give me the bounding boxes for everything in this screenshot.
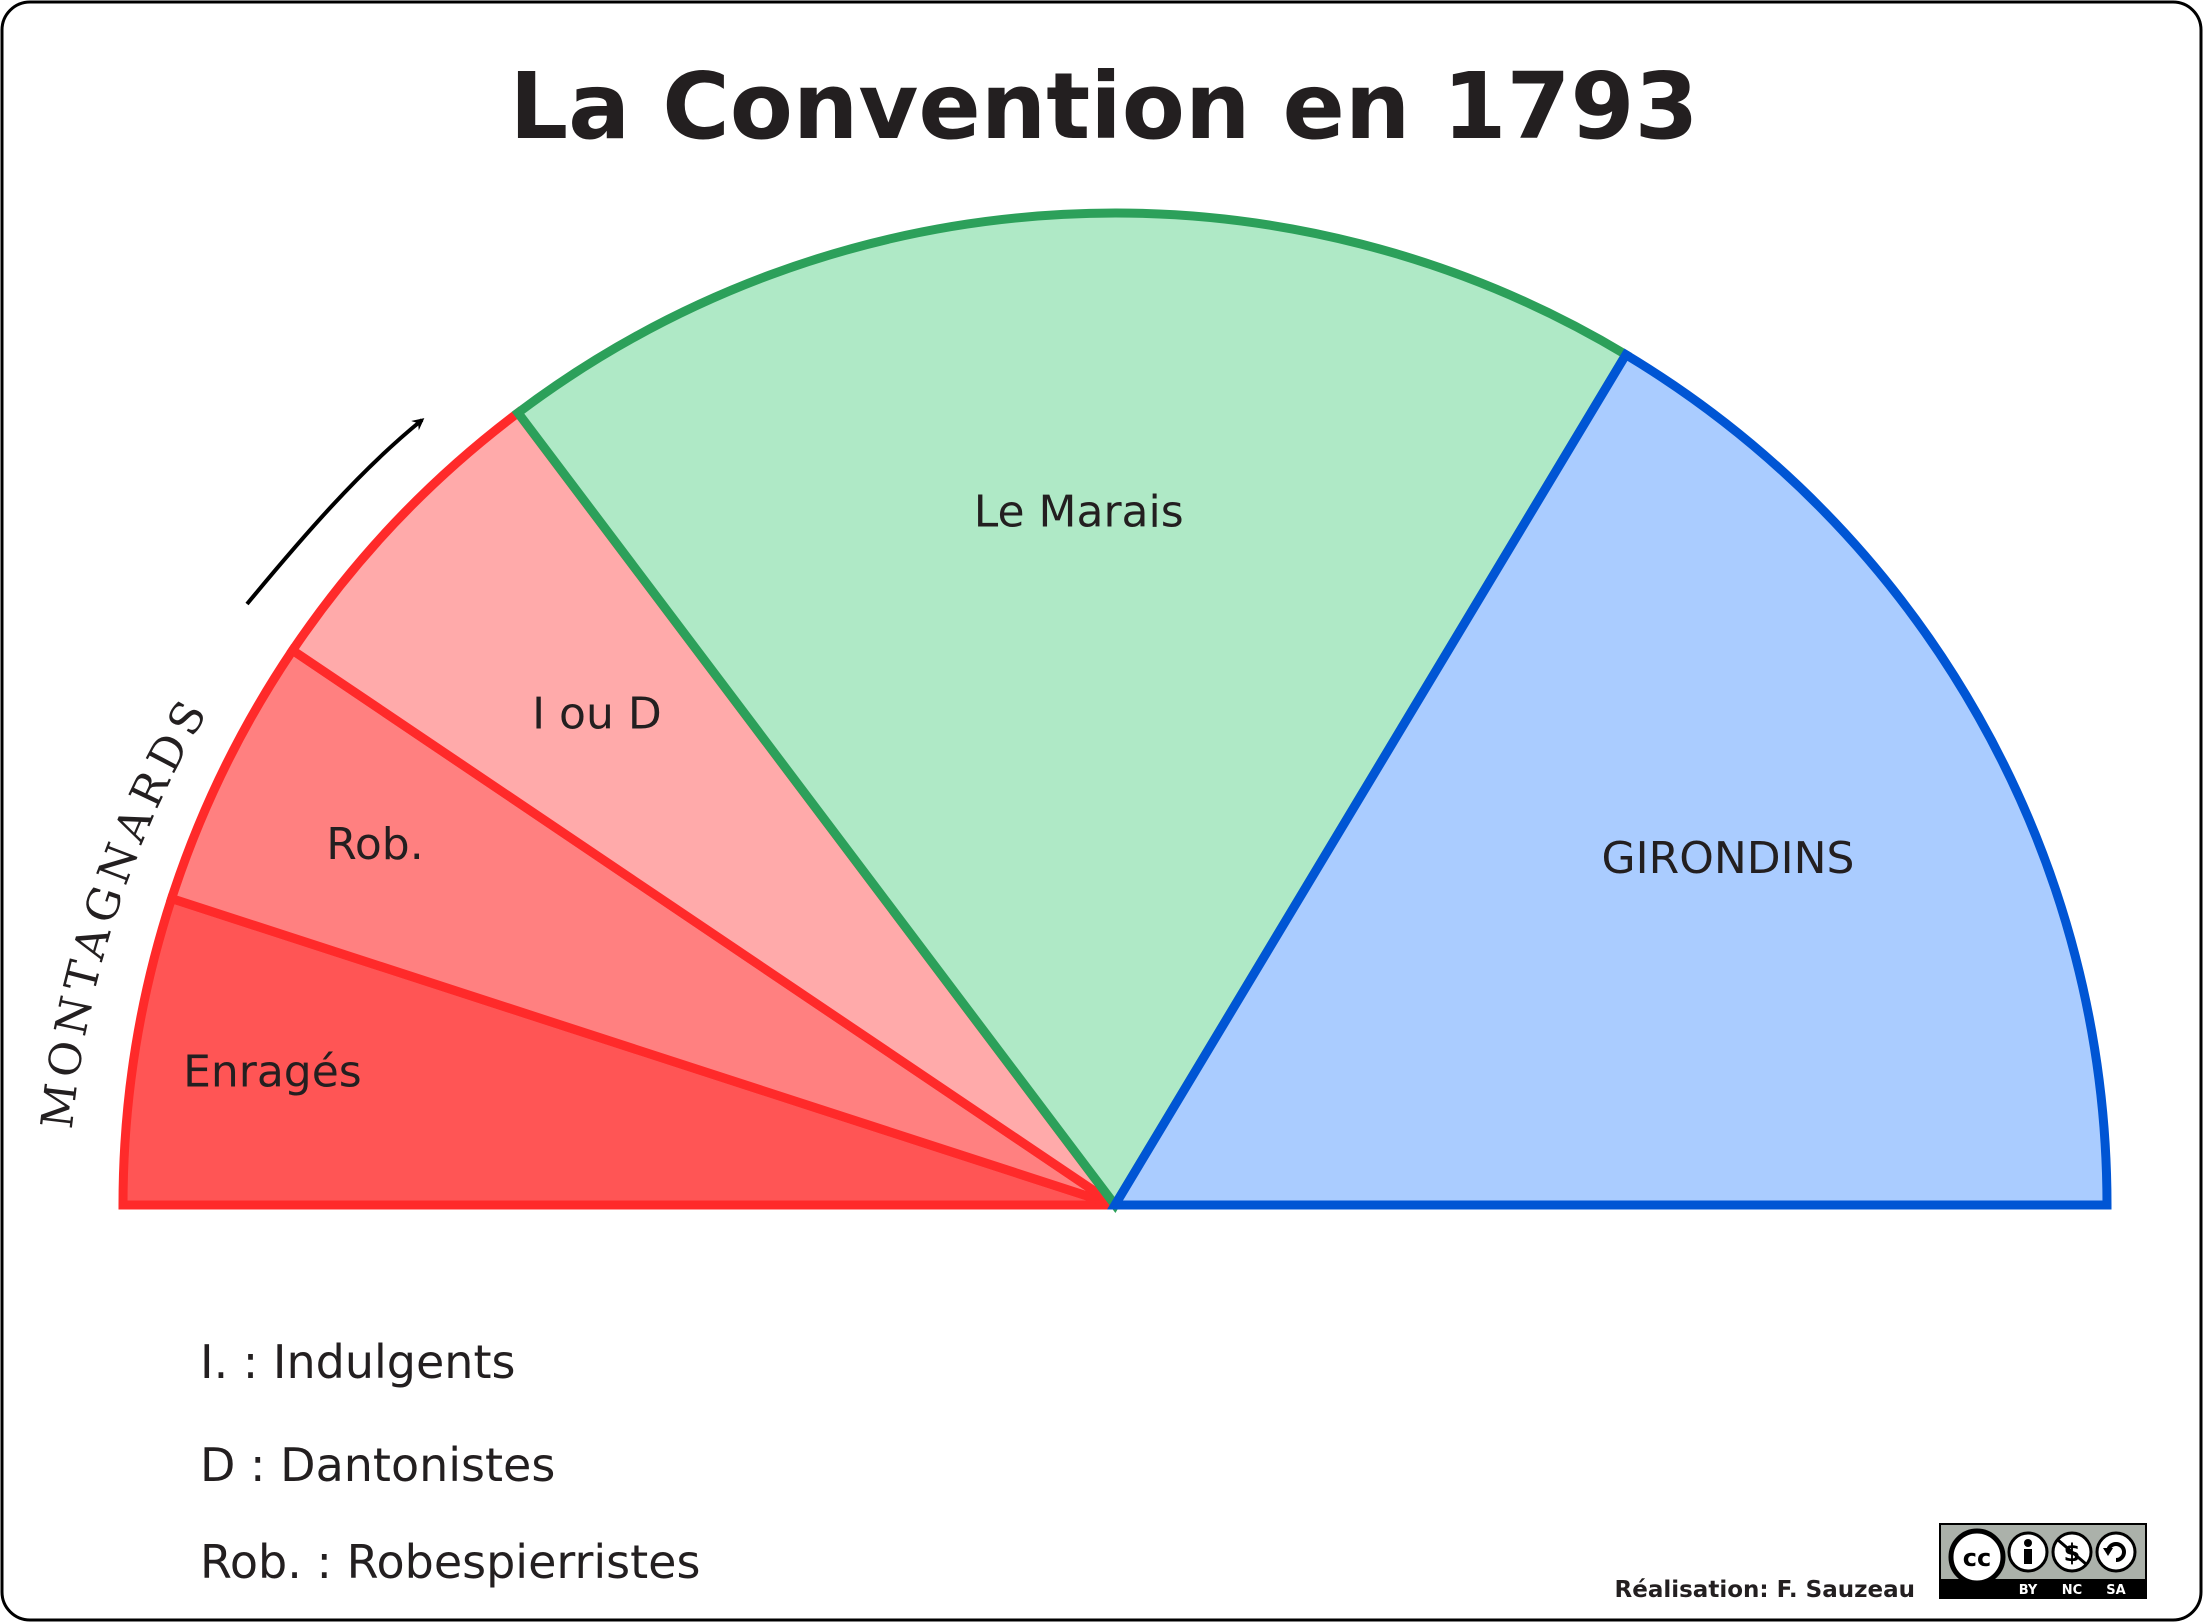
cc-by-nc-sa-icon: cc $ BY NC SA — [1939, 1523, 2147, 1599]
chart-title: La Convention en 1793 — [509, 53, 1698, 160]
slice-label-i-ou-d: I ou D — [532, 688, 662, 739]
legend-item-dantonistes: D : Dantonistes — [200, 1438, 555, 1492]
slice-label-le-marais: Le Marais — [974, 487, 1184, 538]
legend-item-indulgents: I. : Indulgents — [200, 1335, 515, 1389]
cc-label-by: BY — [2019, 1583, 2038, 1598]
slice-girondins — [1107, 348, 2112, 1210]
legend-item-robespierristes: Rob. : Robespierristes — [200, 1535, 700, 1589]
cc-label-sa: SA — [2106, 1583, 2125, 1598]
slices-group — [118, 208, 2112, 1214]
slice-label-enrages: Enragés — [183, 1047, 362, 1098]
slice-label-rob: Rob. — [326, 819, 423, 870]
slice-le-marais — [511, 208, 1633, 1214]
slice-i-ou-d — [286, 406, 1119, 1209]
slice-label-girondins: GIRONDINS — [1602, 833, 1855, 884]
slice-rob — [165, 644, 1118, 1210]
credit-text: Réalisation: F. Sauzeau — [1615, 1577, 1915, 1603]
svg-text:cc: cc — [1963, 1544, 1991, 1572]
cc-label-nc: NC — [2062, 1583, 2082, 1598]
montagnards-arrow — [245, 418, 425, 606]
